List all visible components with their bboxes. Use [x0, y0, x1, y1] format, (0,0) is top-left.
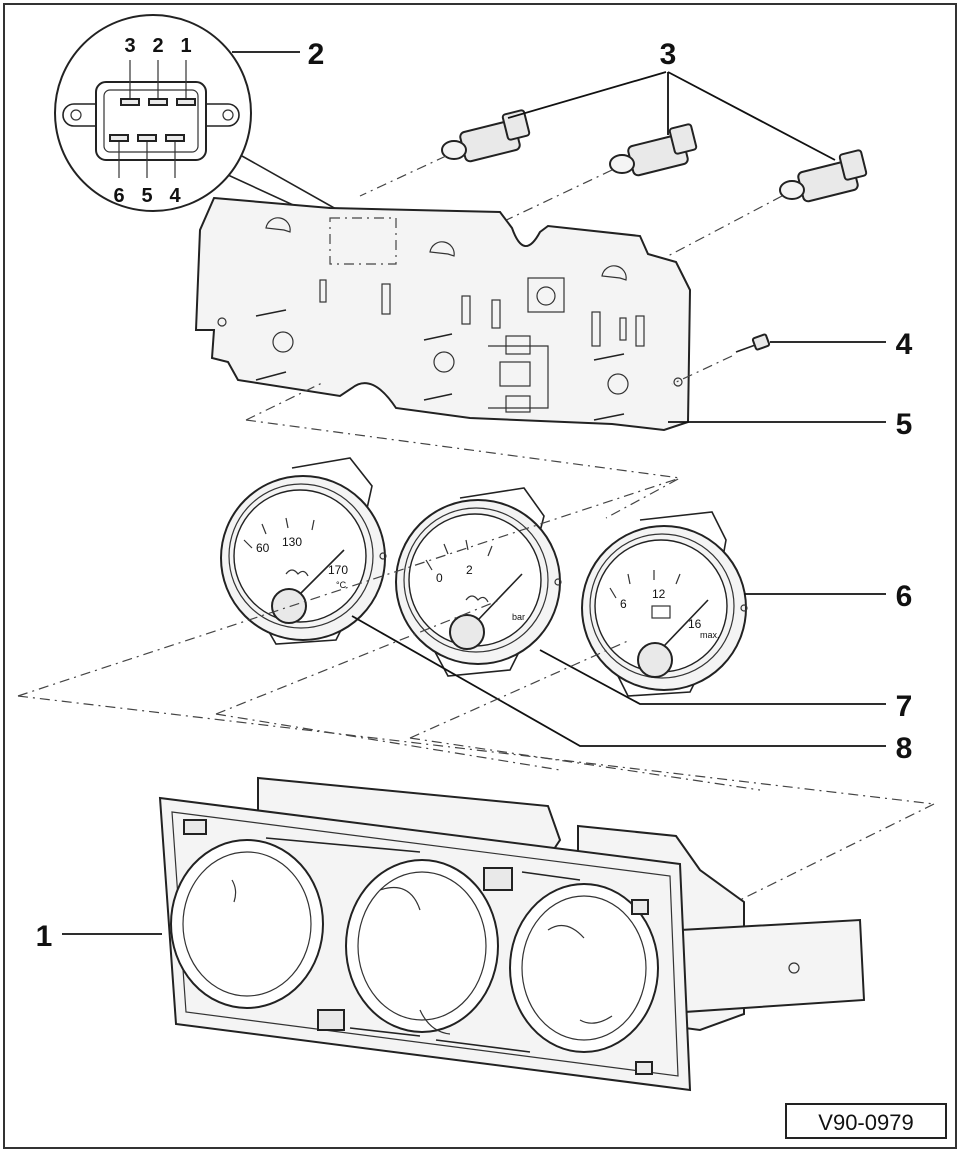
connector-pin-4 [165, 134, 185, 142]
connector-pin-5 [137, 134, 157, 142]
mounting-bracket [678, 918, 866, 1014]
temp-scale-130: 130 [282, 535, 302, 549]
volt-unit: max. [700, 630, 720, 640]
callout-7: 7 [896, 690, 913, 723]
oil-pressure-gauge: 0 2 bar [395, 487, 562, 677]
temp-needle [297, 549, 345, 597]
pin-label-2: 2 [152, 35, 163, 57]
oil-unit: bar [512, 612, 525, 622]
voltmeter-gauge: 6 12 16 max. [581, 511, 748, 697]
pin-label-6: 6 [113, 185, 124, 207]
bulb-holder-3 [779, 149, 868, 203]
temp-unit: °C [336, 580, 347, 590]
volt-needle [663, 599, 709, 647]
volt-scale-6: 6 [620, 597, 627, 611]
callout-2: 2 [308, 38, 325, 71]
housing-opening-1 [170, 839, 324, 1009]
connector-pin-3 [120, 98, 140, 106]
pin-label-3: 3 [124, 35, 135, 57]
connector-detail: 3 2 1 6 5 4 [54, 14, 353, 233]
callout-5: 5 [896, 408, 913, 441]
callout-4: 4 [896, 328, 913, 361]
temp-scale-60: 60 [256, 541, 270, 555]
connector-pin-1 [176, 98, 196, 106]
instrument-housing [158, 776, 866, 1092]
bulb-holder-2 [609, 123, 698, 177]
printed-circuit-board [194, 196, 692, 432]
outer-frame [3, 3, 957, 1149]
figure-reference-label: V90-0979 [818, 1110, 913, 1135]
housing-opening-2 [345, 859, 499, 1033]
battery-symbol [651, 605, 671, 619]
oil-scale-0: 0 [436, 571, 443, 585]
temp-scale-170: 170 [328, 563, 348, 577]
volt-scale-16: 16 [688, 617, 702, 631]
connector-location [329, 217, 397, 265]
callout-3: 3 [660, 38, 677, 71]
oil-needle [477, 573, 523, 621]
callout-8: 8 [896, 732, 913, 765]
circuit-board-outline [194, 196, 692, 432]
oil-scale-2: 2 [466, 563, 473, 577]
connector-pin-2 [148, 98, 168, 106]
screw [671, 333, 886, 385]
pin-label-1: 1 [180, 35, 191, 57]
temperature-gauge: 60 130 170 °C [220, 457, 387, 645]
connector-housing [95, 81, 207, 161]
housing-opening-3 [509, 883, 659, 1053]
pin-label-5: 5 [141, 185, 152, 207]
bulb-holders [359, 71, 868, 257]
pin-label-4: 4 [169, 185, 181, 207]
bulb-holder-1 [441, 109, 531, 163]
callout-6: 6 [896, 580, 913, 613]
callout-1: 1 [36, 920, 53, 953]
connector-pin-6 [109, 134, 129, 142]
figure-reference: V90-0979 [785, 1103, 947, 1139]
volt-scale-12: 12 [652, 587, 666, 601]
